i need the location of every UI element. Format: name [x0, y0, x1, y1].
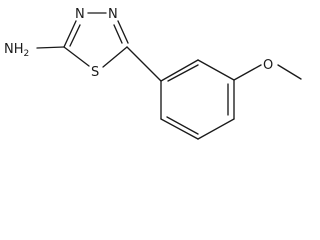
ring-bond-5-inner: [166, 116, 199, 135]
bond-c5-phenyl: [126, 46, 162, 82]
bond-c5-s: [102, 46, 128, 68]
amine-label: NH2: [4, 42, 29, 59]
ring-bond-1: [160, 59, 199, 82]
ring-bond-2: [197, 59, 235, 81]
bond-n4-c5-inner: [113, 24, 123, 44]
atom-labels: NH2 N N S O: [4, 7, 273, 80]
bond-c2-n3-inner: [69, 24, 81, 47]
bond-lines: [36, 12, 302, 140]
ring-bond-1-inner: [167, 64, 199, 82]
sulfur-label: S: [91, 65, 99, 80]
bond-n4-c5: [117, 20, 129, 44]
bond-ring-o: [233, 64, 262, 81]
ring-bond-4: [197, 118, 235, 140]
molecule-diagram: NH2 N N S O: [4, 7, 302, 140]
bond-o-methyl: [277, 64, 302, 80]
ring-bond-5: [160, 118, 199, 140]
bond-n-c2: [36, 46, 65, 49]
bond-s-c2: [63, 46, 90, 67]
oxygen-label: O: [263, 58, 273, 73]
nitrogen-4-label: N: [108, 7, 118, 22]
bond-c2-n3: [63, 20, 77, 48]
nitrogen-3-label: N: [75, 7, 85, 22]
